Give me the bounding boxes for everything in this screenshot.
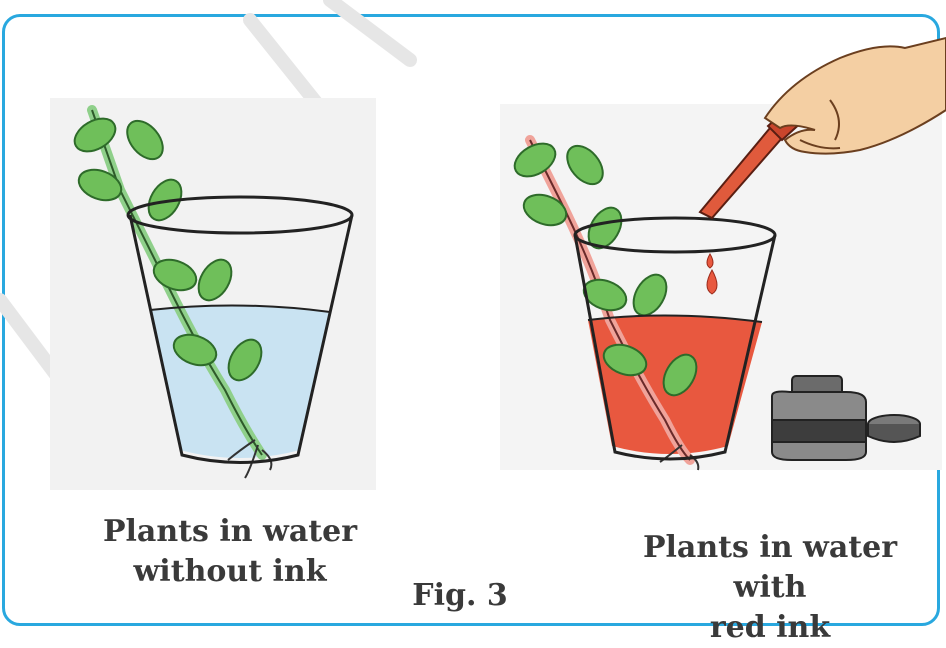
right-caption-line2: red ink — [620, 608, 920, 648]
hand — [765, 38, 946, 154]
right-caption-line1: Plants in water with — [620, 528, 920, 608]
bottle-cap — [868, 415, 920, 442]
left-caption-line2: without ink — [100, 552, 360, 592]
right-caption: Plants in water with red ink — [620, 528, 920, 648]
ink-drop-2 — [707, 270, 717, 294]
ink-drop-1 — [707, 254, 713, 268]
right-leaves — [509, 137, 703, 401]
ink-bottle — [772, 376, 866, 460]
figure-label: Fig. 3 — [400, 576, 520, 616]
left-caption-line1: Plants in water — [100, 512, 360, 552]
left-caption: Plants in water without ink — [100, 512, 360, 592]
